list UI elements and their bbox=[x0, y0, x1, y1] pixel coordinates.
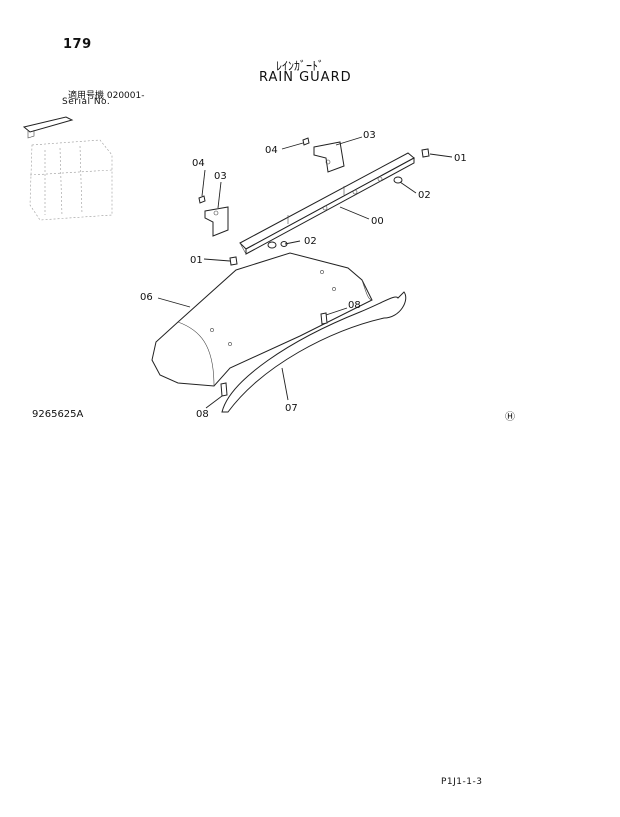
callout-01: 01 bbox=[190, 255, 203, 266]
page-number: 179 bbox=[63, 37, 92, 52]
page-title: RAIN GUARD bbox=[259, 70, 352, 85]
callout-03: 03 bbox=[363, 130, 376, 141]
part-04-bolts bbox=[198, 137, 310, 204]
callout-03: 03 bbox=[214, 171, 227, 182]
page-code: P1J1-1-3 bbox=[441, 777, 483, 787]
part-03-brackets bbox=[204, 141, 345, 237]
part-08-bolts bbox=[220, 312, 328, 397]
marking-symbol: Ⓗ bbox=[505, 411, 515, 423]
callout-04: 04 bbox=[265, 145, 278, 156]
callout-07: 07 bbox=[285, 403, 298, 414]
location-inset bbox=[22, 116, 113, 221]
callout-02: 02 bbox=[418, 190, 431, 201]
callout-08: 08 bbox=[196, 409, 209, 420]
callout-00: 00 bbox=[371, 216, 384, 227]
callout-08: 08 bbox=[348, 300, 361, 311]
part-06-cover bbox=[151, 252, 373, 387]
leader-lines bbox=[157, 136, 453, 409]
part-02-nuts bbox=[267, 176, 403, 249]
part-00-rail bbox=[239, 152, 415, 255]
title-japanese: ﾚｲﾝｶﾞｰﾄﾞ bbox=[276, 59, 325, 73]
part-01-bolts bbox=[229, 148, 430, 266]
part-07-seal bbox=[221, 291, 407, 413]
callout-06: 06 bbox=[140, 292, 153, 303]
callout-01: 01 bbox=[454, 153, 467, 164]
callout-04: 04 bbox=[192, 158, 205, 169]
callout-labels: 04 03 04 03 01 02 00 02 01 06 08 08 07 bbox=[140, 130, 467, 420]
inset-rain-guard bbox=[22, 116, 74, 133]
serial-label-japanese: 適用号機 020001- bbox=[68, 91, 145, 101]
drawing-number: 9265625A bbox=[32, 409, 84, 420]
serial-label: Serial No. bbox=[62, 97, 111, 107]
callout-02: 02 bbox=[304, 236, 317, 247]
